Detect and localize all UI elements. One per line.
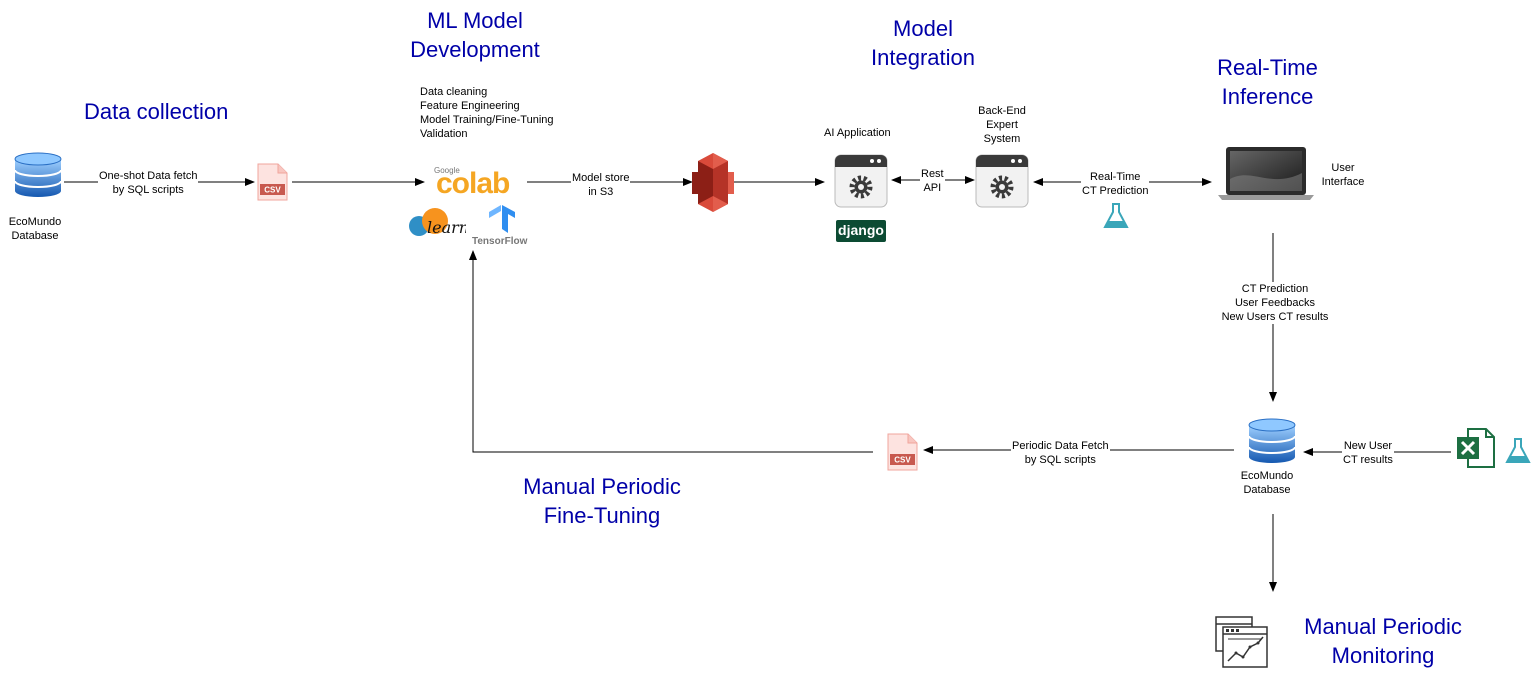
- ml-steps-list: Data cleaning Feature Engineering Model …: [420, 85, 554, 141]
- lab-flask-icon: [1505, 438, 1531, 463]
- app-window-gear-icon: [975, 154, 1029, 208]
- database-icon: [1248, 418, 1296, 463]
- laptop-icon: [1218, 147, 1314, 200]
- monitoring-chart-icon: [1215, 616, 1268, 668]
- database-icon: [14, 152, 62, 197]
- sklearn-logo: learn: [409, 208, 466, 237]
- colab-google-text: Google: [434, 166, 460, 175]
- tensorflow-logo: [489, 205, 515, 233]
- edge-csv2-to-colab: [469, 250, 873, 453]
- ml-step: Data cleaning: [420, 86, 488, 98]
- colab-logo: colab: [436, 167, 510, 200]
- excel-icon: [1457, 428, 1495, 468]
- django-logo: django: [836, 220, 886, 242]
- svg-text:learn: learn: [427, 218, 466, 237]
- s3-bucket-icon: [692, 153, 734, 212]
- ml-step: Feature Engineering: [420, 100, 520, 112]
- ml-step: Model Training/Fine-Tuning: [420, 114, 554, 126]
- phase-data-collection: Data collection: [84, 99, 229, 124]
- ai-app-label: AI Application: [824, 127, 891, 139]
- svg-text:CSV: CSV: [894, 456, 911, 465]
- csv-file-icon: CSV: [887, 433, 918, 471]
- ml-step: Validation: [420, 128, 468, 140]
- svg-text:CSV: CSV: [264, 186, 281, 195]
- tensorflow-text: TensorFlow: [472, 236, 528, 247]
- app-window-gear-icon: [834, 154, 888, 208]
- csv-file-icon: CSV: [257, 163, 288, 201]
- lab-flask-icon: [1103, 203, 1129, 228]
